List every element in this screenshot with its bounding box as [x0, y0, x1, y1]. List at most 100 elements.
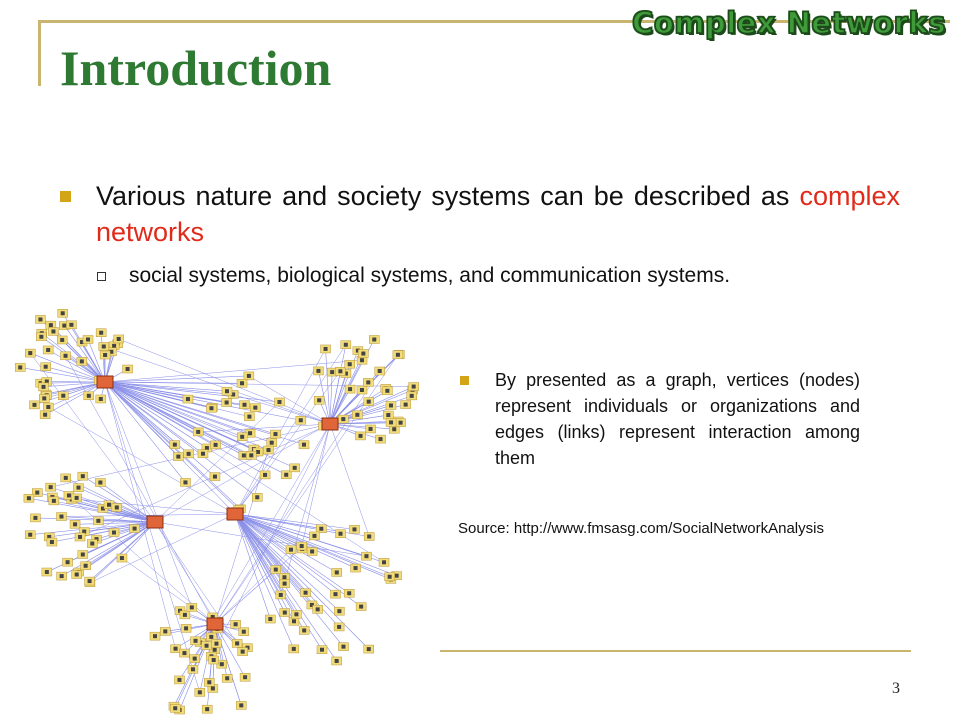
graph-node-avatar — [74, 495, 79, 500]
graph-node-avatar — [26, 496, 31, 501]
graph-node-avatar — [200, 451, 205, 456]
graph-edge — [234, 513, 392, 580]
graph-node-avatar — [247, 414, 252, 419]
graph-node-avatar — [185, 397, 190, 402]
graph-node-avatar — [79, 359, 84, 364]
graph-node-avatar — [352, 527, 357, 532]
graph-edge — [214, 449, 269, 625]
graph-node-avatar — [172, 442, 177, 447]
graph-node-avatar — [35, 490, 40, 495]
graph-node-avatar — [78, 534, 83, 539]
graph-node-avatar — [193, 638, 198, 643]
graph-node-avatar — [282, 581, 287, 586]
graph-node-avatar — [241, 453, 246, 458]
graph-node-avatar — [69, 322, 74, 327]
graph-node-avatar — [186, 451, 191, 456]
graph-node-avatar — [86, 337, 91, 342]
graph-node-avatar — [204, 445, 209, 450]
page-number: 3 — [892, 680, 900, 697]
graph-node-avatar — [213, 442, 218, 447]
graph-hub-node — [206, 617, 224, 631]
graph-node-avatar — [111, 530, 116, 535]
graph-node-avatar — [367, 534, 372, 539]
graph-node-avatar — [83, 563, 88, 568]
graph-node-avatar — [341, 644, 346, 649]
graph-edge — [61, 513, 236, 517]
graph-node-avatar — [338, 531, 343, 536]
graph-node-avatar — [255, 495, 260, 500]
graph-edge — [104, 381, 208, 449]
bullet-graph-description: By presented as a graph, vertices (nodes… — [460, 367, 860, 471]
graph-node-avatar — [334, 658, 339, 663]
graph-edge — [154, 401, 280, 523]
graph-edge — [64, 325, 106, 383]
graph-edge — [214, 354, 399, 625]
graph-node-avatar — [240, 434, 245, 439]
graph-node-avatar — [66, 493, 71, 498]
graph-node-avatar — [366, 399, 371, 404]
graph-node-avatar — [18, 365, 23, 370]
graph-node-avatar — [207, 680, 212, 685]
graph-node-avatar — [43, 364, 48, 369]
graph-node-avatar — [348, 387, 353, 392]
graph-node-avatar — [291, 619, 296, 624]
graph-node-avatar — [323, 346, 328, 351]
graph-node-avatar — [263, 472, 268, 477]
bullet-main-highlight: complex networks — [96, 181, 900, 247]
graph-node-avatar — [240, 649, 245, 654]
graph-edge — [44, 381, 106, 399]
graph-node-avatar — [411, 384, 416, 389]
graph-node-avatar — [210, 614, 215, 619]
graph-edge — [41, 336, 106, 383]
graph-node-avatar — [184, 626, 189, 631]
graph-node-avatar — [212, 647, 217, 652]
bullet-graph-text: By presented as a graph, vertices (nodes… — [495, 370, 860, 468]
graph-node-avatar — [360, 358, 365, 363]
graph-node-avatar — [315, 607, 320, 612]
graph-node-avatar — [337, 624, 342, 629]
graph-node-avatar — [225, 676, 230, 681]
graph-node-avatar — [100, 506, 105, 511]
graph-edge — [234, 513, 367, 557]
graph-edge — [61, 516, 156, 523]
graph-edge — [118, 338, 331, 425]
graph-edge — [329, 372, 333, 425]
graph-edge — [234, 513, 336, 595]
graph-node-avatar — [256, 449, 261, 454]
graph-node-avatar — [243, 675, 248, 680]
graph-node-avatar — [277, 399, 282, 404]
graph-node-avatar — [90, 541, 95, 546]
graph-node-avatar — [33, 515, 38, 520]
graph-node-avatar — [224, 400, 229, 405]
graph-node-avatar — [235, 641, 240, 646]
graph-node-avatar — [334, 570, 339, 575]
graph-node-avatar — [273, 432, 278, 437]
graph-edge — [154, 521, 367, 557]
graph-node-avatar — [38, 317, 43, 322]
graph-node-avatar — [98, 480, 103, 485]
graph-node-avatar — [310, 549, 315, 554]
graph-edge — [75, 521, 156, 525]
graph-node-avatar — [51, 329, 56, 334]
graph-node-avatar — [388, 403, 393, 408]
graph-edge — [329, 422, 392, 425]
graph-node-avatar — [192, 656, 197, 661]
graph-node-avatar — [273, 567, 278, 572]
graph-node-avatar — [398, 420, 403, 425]
graph-node-avatar — [80, 340, 85, 345]
graph-node-avatar — [173, 646, 178, 651]
graph-edge — [89, 513, 236, 584]
graph-node-avatar — [368, 426, 373, 431]
graph-node-avatar — [59, 574, 64, 579]
graph-node-avatar — [409, 393, 414, 398]
graph-node-avatar — [28, 351, 33, 356]
graph-node-avatar — [403, 402, 408, 407]
graph-edge — [82, 521, 156, 555]
graph-edge — [198, 423, 331, 433]
graph-node-avatar — [282, 575, 287, 580]
graph-node-avatar — [44, 570, 49, 575]
graph-edge — [154, 390, 388, 523]
graph-node-avatar — [343, 371, 348, 376]
graph-node-avatar — [372, 337, 377, 342]
graph-edge — [234, 513, 292, 550]
